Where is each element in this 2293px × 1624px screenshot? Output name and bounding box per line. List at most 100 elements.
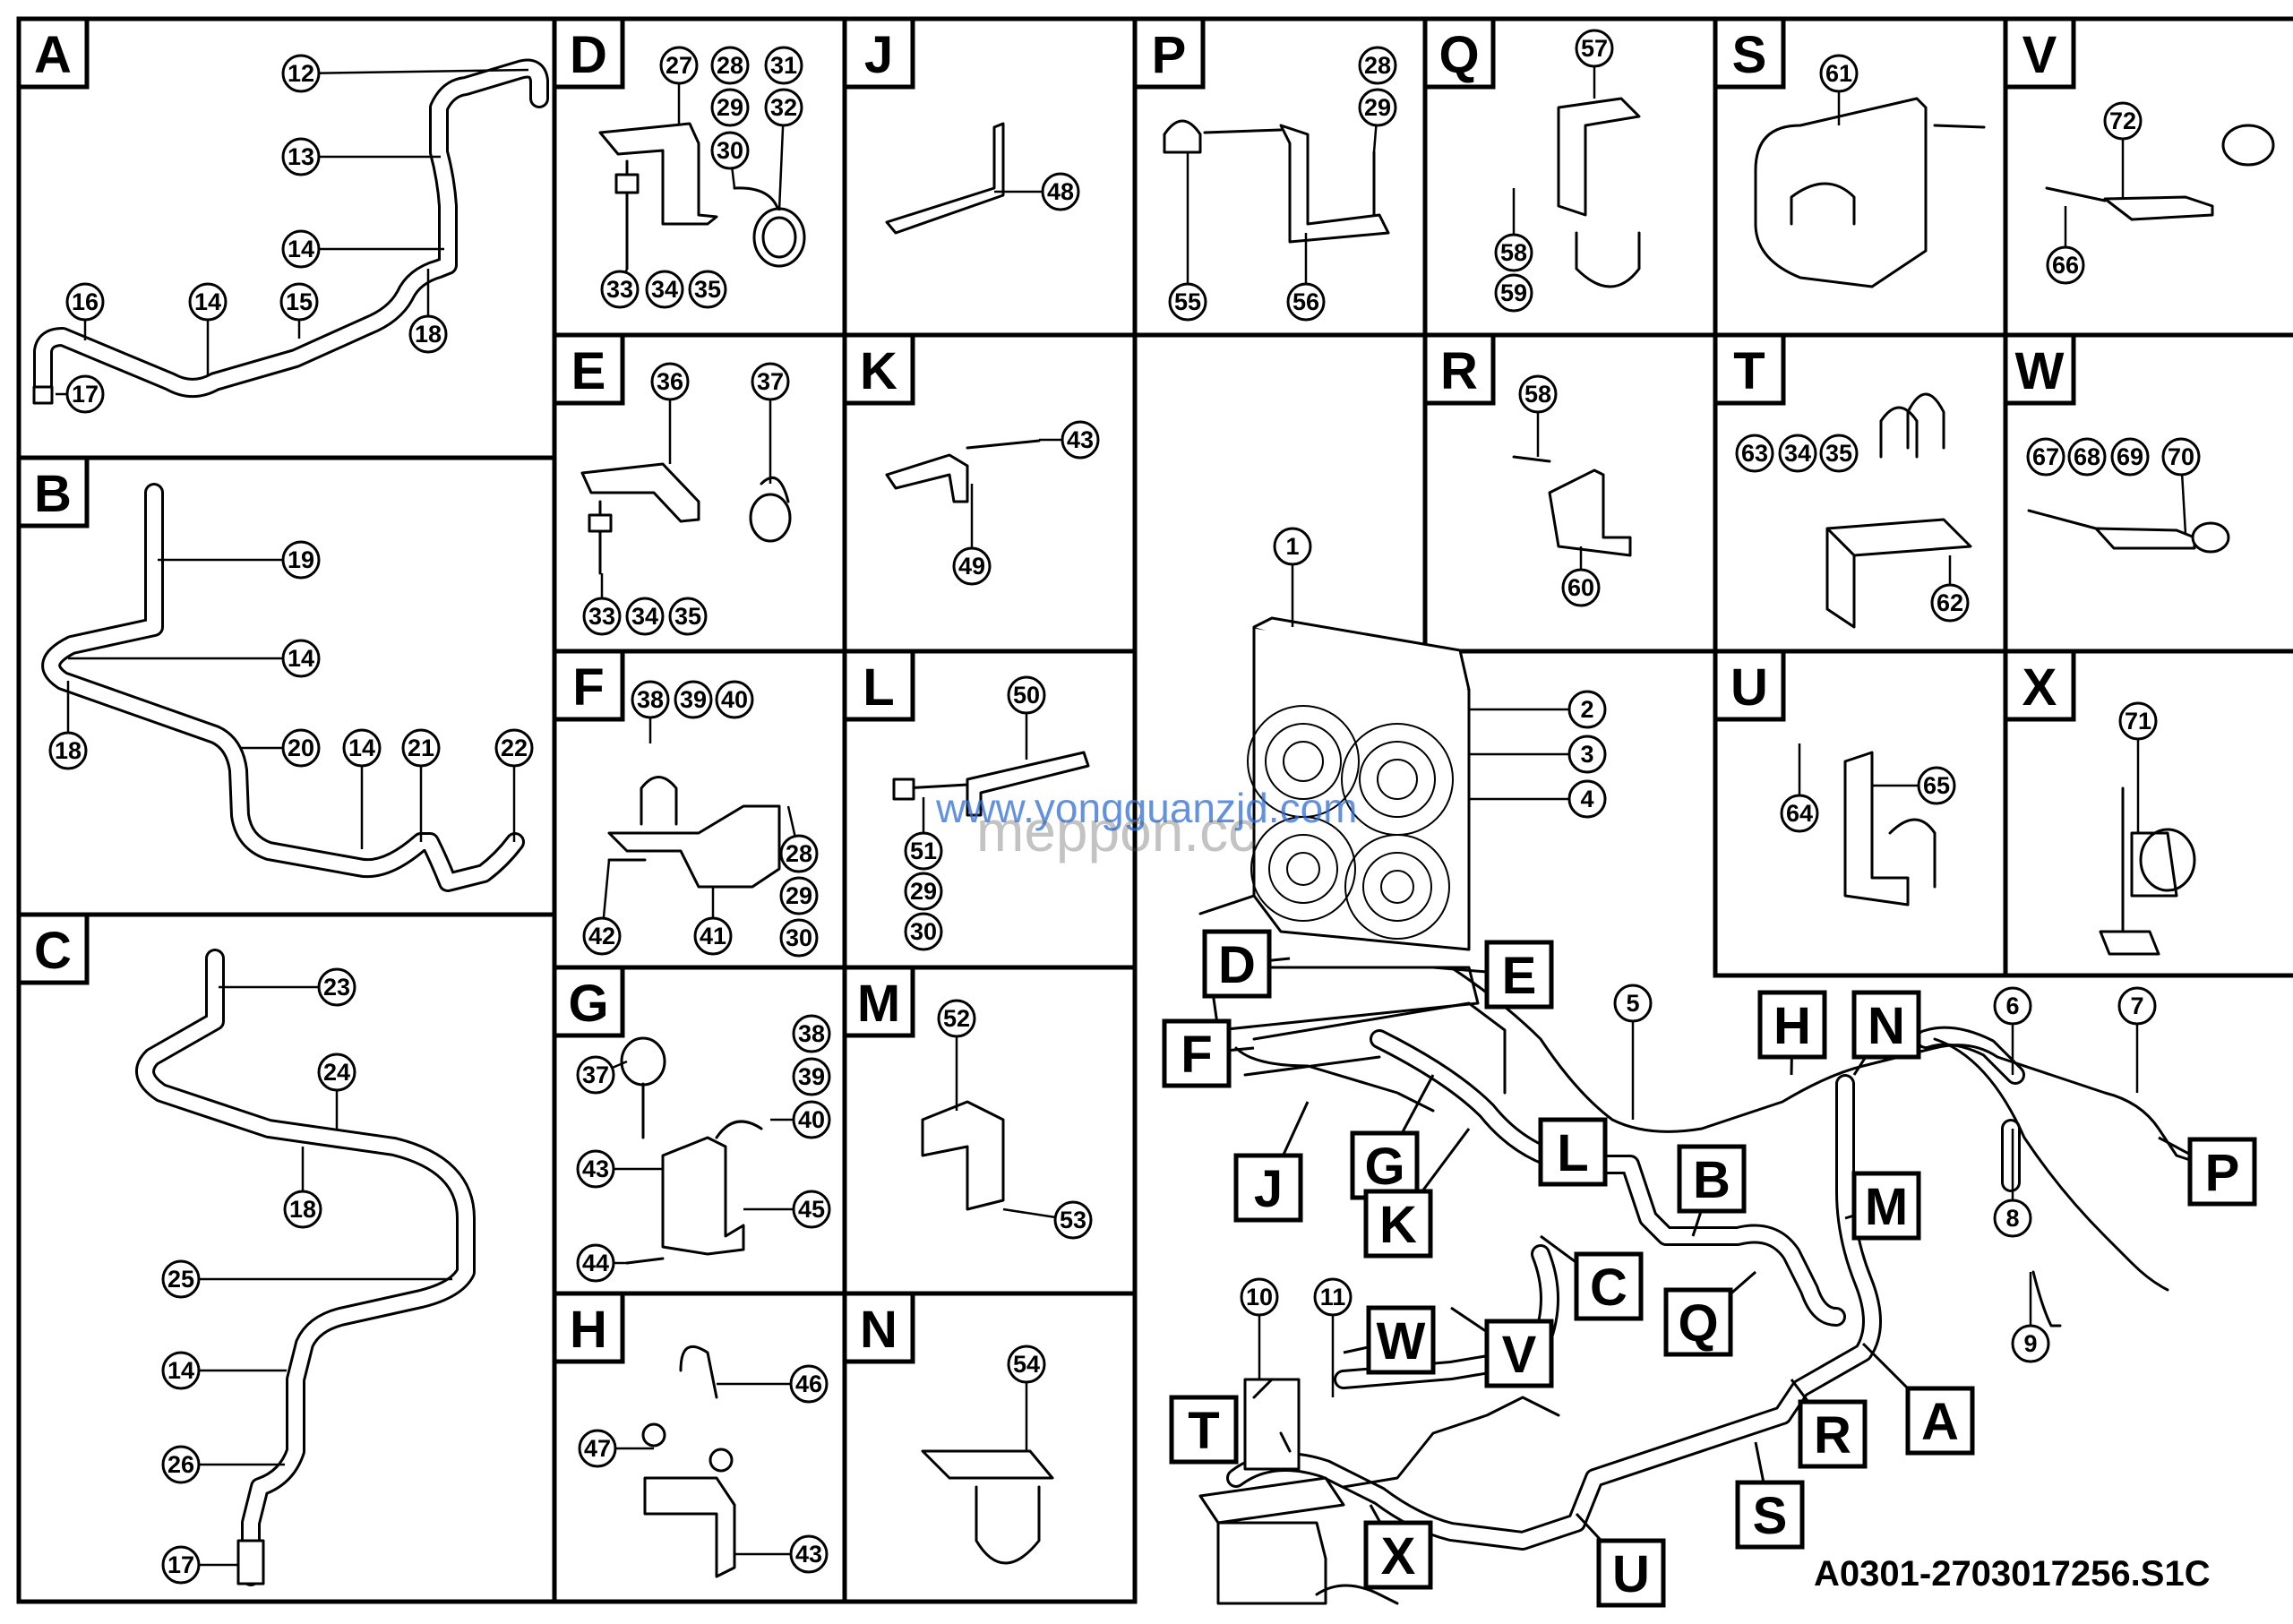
panel-b-hose-drawing [41,483,525,892]
part-number-text: 60 [1567,574,1594,601]
part-number-e-37: 37 [751,362,790,484]
callout-text: A [1921,1393,1959,1451]
part-number-g-37: 37 [576,1055,628,1095]
callout-j: J [1233,1101,1310,1223]
part-number-text: 37 [757,368,784,395]
part-number-d-31: 31 [764,46,803,85]
part-number-a-17: 17 [56,374,105,414]
panel-g-bracket-drawing [620,1036,763,1265]
part-number-x-71: 71 [2118,701,2158,833]
part-number-text: 54 [1013,1351,1040,1378]
callout-text: X [1381,1527,1416,1585]
callout-b: B [1677,1144,1747,1237]
part-number-text: 66 [2052,252,2079,279]
main-part-number-text: 4 [1580,786,1593,812]
main-part-number-text: 11 [1320,1284,1346,1310]
callout-text: G [1364,1138,1404,1196]
part-number-m-53: 53 [1002,1200,1093,1240]
main-part-number-2: 2 [1469,690,1607,729]
main-part-number-text: 6 [2005,992,2019,1019]
part-number-text: 59 [1500,279,1527,306]
part-number-text: 47 [584,1435,611,1462]
part-number-d-32: 32 [764,88,803,211]
part-number-k-43: 43 [1039,420,1100,460]
part-number-w-67: 67 [2026,437,2065,477]
part-number-text: 35 [674,603,701,630]
part-number-a-16: 16 [65,282,105,340]
part-number-text: 72 [2109,107,2136,134]
part-number-b-21: 21 [401,728,441,842]
part-number-j-48: 48 [994,172,1080,211]
panel-frames [16,16,2293,1604]
part-number-d-30: 30 [710,131,750,189]
part-number-text: 52 [943,1005,970,1032]
part-number-c-23: 23 [219,967,356,1007]
main-part-number-9: 9 [2011,1272,2050,1363]
panel-label-text: N [860,1301,897,1359]
part-number-text: 20 [288,735,314,761]
panel-drawings [32,58,2275,1586]
panel-label-text: T [1733,342,1765,400]
callout-text: N [1868,997,1905,1055]
callout-r: R [1790,1379,1868,1469]
part-number-l-30: 30 [904,912,943,951]
part-number-text: 34 [631,603,658,630]
main-part-number-text: 1 [1285,533,1299,560]
callout-text: P [2205,1144,2240,1202]
part-number-text: 43 [795,1541,822,1568]
main-part-number-text: 9 [2023,1330,2037,1357]
part-number-t-35: 35 [1819,434,1859,473]
part-number-t-62: 62 [1930,555,1970,623]
part-number-w-69: 69 [2110,437,2150,477]
main-part-number-10: 10 [1240,1277,1279,1379]
watermark-line-2: meppon.cc [976,799,1257,864]
main-part-number-1: 1 [1273,527,1312,627]
part-number-g-44: 44 [576,1243,627,1283]
part-number-a-12: 12 [281,54,529,93]
part-number-f-40: 40 [715,680,754,719]
part-number-w-70: 70 [2161,437,2201,535]
panel-label-text: J [864,26,893,84]
main-part-number-8: 8 [1993,1129,2032,1238]
part-number-f-38: 38 [631,680,670,743]
part-number-text: 48 [1047,178,1074,205]
callout-text: B [1693,1151,1730,1209]
panel-label-f: F [552,649,625,722]
part-number-text: 70 [2168,443,2194,470]
part-number-g-39: 39 [792,1057,831,1096]
panel-label-l: L [842,649,915,722]
part-number-f-30: 30 [779,918,819,958]
panel-label-text: G [568,975,608,1033]
part-number-b-22: 22 [494,728,534,842]
panel-e-bracket-drawing [580,462,792,575]
panel-a-hose-drawing [32,58,549,405]
callout-e: E [1432,940,1554,1010]
panel-u-bracket-drawing [1843,751,1937,907]
part-number-text: 65 [1923,772,1950,799]
part-number-text: 17 [167,1551,194,1578]
panel-r-bracket-drawing [1512,455,1632,557]
part-number-text: 15 [286,288,313,315]
panel-label-g: G [552,965,625,1038]
part-number-l-29: 29 [904,872,943,911]
part-number-e-33: 33 [582,573,622,636]
part-number-a-14: 14 [281,229,444,269]
part-number-text: 36 [657,368,683,395]
callout-c: C [1540,1234,1644,1321]
part-number-b-20: 20 [240,728,321,768]
panel-label-q: Q [1422,16,1496,90]
part-number-c-17: 17 [161,1545,238,1585]
panel-label-r: R [1422,332,1496,406]
callout-f: F [1162,1018,1255,1088]
callout-d: D [1202,929,1291,999]
part-number-text: 33 [606,276,633,303]
part-number-text: 18 [415,321,442,348]
part-number-text: 35 [694,276,721,303]
callout-text: C [1590,1259,1627,1317]
part-number-text: 14 [288,645,314,672]
part-number-text: 56 [1292,288,1319,315]
part-number-v-66: 66 [2046,206,2085,285]
callout-text: E [1502,947,1537,1005]
part-number-c-24: 24 [317,1053,356,1130]
